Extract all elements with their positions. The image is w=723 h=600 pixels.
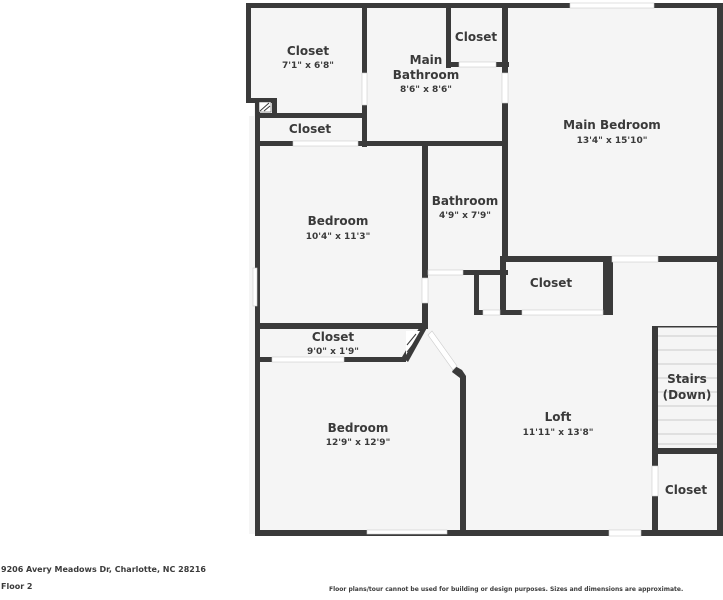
disclaimer-text: Floor plans/tour cannot be used for buil… (329, 586, 684, 593)
room-main-bedroom-name: Main Bedroom (563, 118, 661, 132)
room-bedroom-2-dims: 12'9" x 12'9" (326, 438, 391, 448)
room-bedroom-1-name: Bedroom (308, 214, 369, 228)
room-main-bath-name2: Bathroom (393, 68, 459, 82)
room-bathroom-dims: 4'9" x 7'9" (439, 211, 491, 221)
windows (252, 2, 659, 537)
room-closet-3-name: Closet (289, 122, 331, 136)
walls (246, 3, 723, 536)
room-stairs-name2: (Down) (663, 388, 712, 402)
room-bedroom-1-dims: 10'4" x 11'3" (306, 232, 371, 242)
room-closet-2-name: Closet (455, 30, 497, 44)
room-loft-dims: 11'11" x 13'8" (523, 428, 594, 438)
room-main-bath-name: Main (410, 53, 443, 67)
room-loft-name: Loft (545, 410, 572, 424)
stair-treads (658, 335, 717, 445)
room-closet-5-dims: 9'0" x 1'9" (307, 347, 359, 357)
address-label: 9206 Avery Meadows Dr, Charlotte, NC 282… (1, 565, 206, 574)
room-labels: Closet 7'1" x 6'8" Main Bathroom 8'6" x … (282, 30, 711, 497)
room-stairs-name: Stairs (667, 372, 707, 386)
room-closet-1-dims: 7'1" x 6'8" (282, 61, 334, 71)
room-main-bath-dims: 8'6" x 8'6" (400, 85, 452, 95)
floor-label: Floor 2 (1, 582, 33, 591)
room-closet-1-name: Closet (287, 44, 329, 58)
room-bedroom-2-name: Bedroom (328, 421, 389, 435)
shaft-hatch (258, 101, 420, 355)
room-bathroom-name: Bathroom (432, 194, 498, 208)
room-closet-4-name: Closet (530, 276, 572, 290)
room-main-bedroom-dims: 13'4" x 15'10" (577, 136, 648, 146)
room-closet-6-name: Closet (665, 483, 707, 497)
room-closet-5-name: Closet (312, 330, 354, 344)
